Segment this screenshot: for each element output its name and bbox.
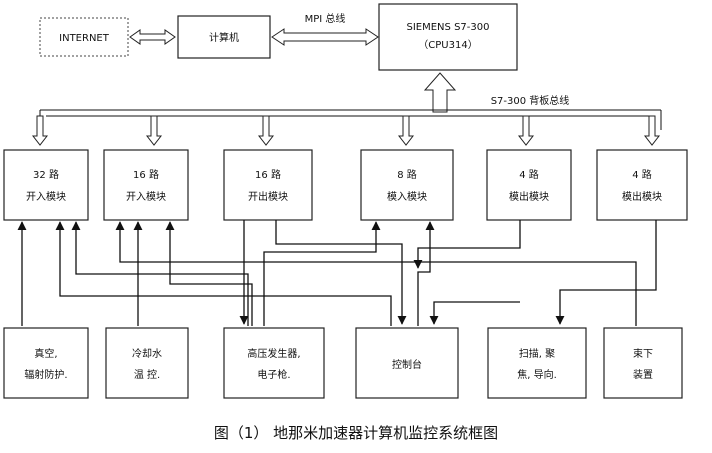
device-1-line2: 辐射防护. xyxy=(24,368,67,381)
device-box-4 xyxy=(355,327,459,399)
bus-drop-1 xyxy=(31,115,49,146)
wire-hv-ai8 xyxy=(263,221,381,326)
module-6-line2: 模出模块 xyxy=(622,190,662,203)
wire-console-di32 xyxy=(55,221,392,326)
device-4-line1: 控制台 xyxy=(392,358,422,371)
module-box-4 xyxy=(360,149,454,221)
bus-drop-4 xyxy=(397,115,415,146)
computer-label: 计算机 xyxy=(209,31,239,44)
bus-drops xyxy=(31,115,661,146)
internet-label: INTERNET xyxy=(59,33,110,44)
internet-box xyxy=(39,17,129,57)
wire-hv-di16 xyxy=(165,221,253,326)
device-2-line1: 冷却水 xyxy=(132,347,162,360)
wire-hv-di32-a xyxy=(71,221,249,326)
plc-label-line2: （CPU314） xyxy=(418,39,477,51)
module-row: 32 路 开入模块 16 路 开入模块 16 路 开出模块 8 路 模入模块 4… xyxy=(3,149,688,221)
plc-box xyxy=(378,3,518,71)
device-box-6 xyxy=(603,327,683,399)
device-box-5 xyxy=(487,327,587,399)
module-box-3 xyxy=(223,149,313,221)
device-6-line2: 装置 xyxy=(633,368,653,381)
module-5-line2: 模出模块 xyxy=(509,190,549,203)
device-box-3 xyxy=(223,327,325,399)
backplane-bus-label: S7-300 背板总线 xyxy=(491,94,570,107)
wire-console-ai8 xyxy=(417,221,435,326)
device-2-line2: 温 控. xyxy=(134,368,160,381)
module-2-line2: 开入模块 xyxy=(126,191,166,203)
module-3-line1: 16 路 xyxy=(255,168,281,181)
module-4-line2: 模入模块 xyxy=(387,191,427,203)
module-5-line1: 4 路 xyxy=(519,168,539,181)
module-1-line1: 32 路 xyxy=(33,168,59,181)
module-box-2 xyxy=(103,149,189,221)
device-row: 真空, 辐射防护. 冷却水 温 控. 高压发生器, 电子枪. 控制台 扫描, 聚… xyxy=(3,327,683,399)
figure-caption: 图（1） 地那米加速器计算机监控系统框图 xyxy=(214,424,498,442)
device-3-line2: 电子枪. xyxy=(257,368,290,381)
device-5-line1: 扫描, 聚 xyxy=(519,347,555,360)
plc-label-line1: SIEMENS S7-300 xyxy=(407,22,490,33)
device-5-line2: 焦, 导向. xyxy=(517,368,557,381)
wire-scan-di16 xyxy=(115,221,637,326)
wire-ao4-scan xyxy=(555,220,657,325)
bus-drop-3 xyxy=(257,115,275,146)
bus-drop-6 xyxy=(643,115,661,146)
device-box-1 xyxy=(3,327,89,399)
mpi-bus-label: MPI 总线 xyxy=(305,12,346,25)
device-box-2 xyxy=(105,327,189,399)
device-1-line1: 真空, xyxy=(34,347,57,360)
wire-ao4-console xyxy=(413,220,521,269)
internet-computer-link xyxy=(129,29,176,45)
module-box-5 xyxy=(486,149,572,221)
wire-ao-console-b xyxy=(429,301,520,325)
bus-drop-5 xyxy=(517,115,535,146)
module-3-line2: 开出模块 xyxy=(248,190,288,203)
device-3-line1: 高压发生器, xyxy=(247,347,300,360)
plc-bus-link xyxy=(423,72,457,113)
module-box-6 xyxy=(596,149,688,221)
module-6-line1: 4 路 xyxy=(632,168,652,181)
backplane-bus xyxy=(39,109,662,130)
bus-drop-2 xyxy=(145,115,163,146)
module-1-line2: 开入模块 xyxy=(26,191,66,203)
module-2-line1: 16 路 xyxy=(133,168,159,181)
computer-box xyxy=(177,15,271,59)
module-box-1 xyxy=(3,149,89,221)
wire-do16-console xyxy=(275,220,407,325)
module-4-line1: 8 路 xyxy=(397,168,417,181)
mpi-bus-link xyxy=(271,28,379,46)
device-6-line1: 束下 xyxy=(633,348,653,360)
signal-wiring xyxy=(17,220,657,326)
